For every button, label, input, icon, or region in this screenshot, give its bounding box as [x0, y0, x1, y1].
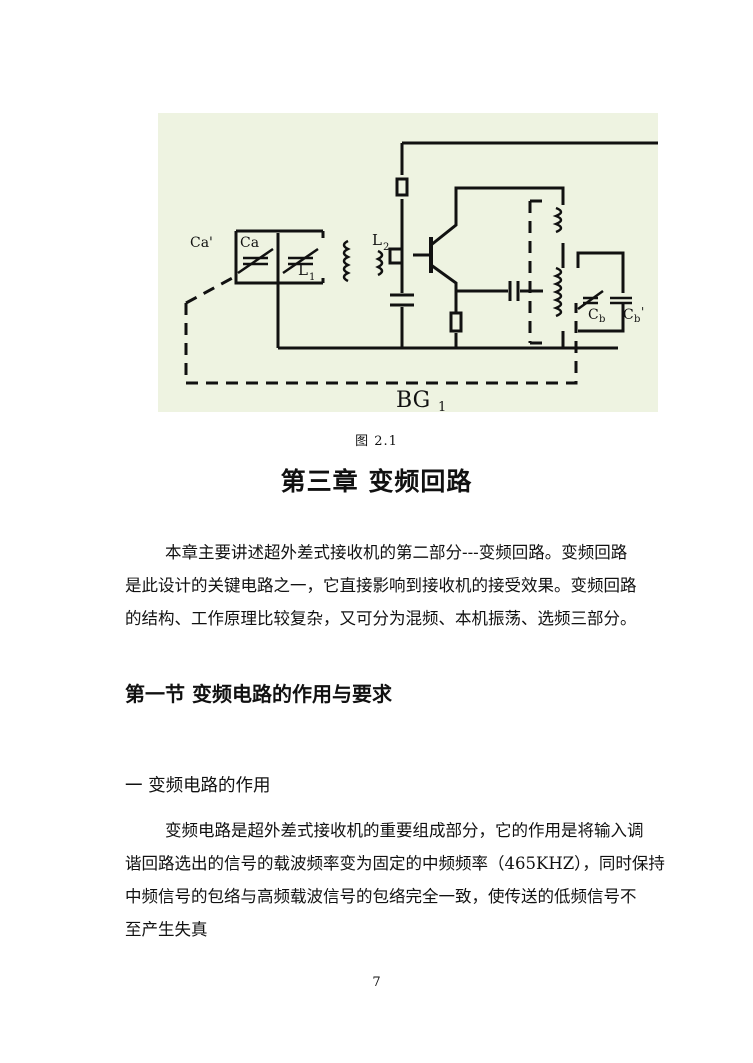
l2-coil: [375, 249, 384, 277]
label-cb-prime: C: [623, 307, 634, 323]
intro-line: 本章主要讲述超外差式接收机的第二部分---变频回路。变频回路: [165, 543, 628, 562]
label-bg: BG: [396, 388, 430, 412]
label-cb: C: [588, 307, 599, 323]
body-paragraph: 变频电路是超外差式接收机的重要组成部分，它的作用是将输入调 谐回路选出的信号的载…: [125, 814, 670, 946]
subsection-title: 一 变频电路的作用: [125, 776, 271, 796]
gang-linkage: [184, 199, 578, 385]
figure-caption: 图 2.1: [355, 434, 398, 449]
circuit-diagram: Ca' Ca L 2 L 1 C b C b ' BG 1: [158, 113, 658, 412]
variable-capacitor-ca: [237, 247, 319, 275]
label-l2-sub: 2: [383, 242, 389, 253]
oscillator-coil-lower: [552, 266, 563, 318]
label-cb-prime-mark: ': [641, 305, 644, 319]
intro-paragraph: 本章主要讲述超外差式接收机的第二部分---变频回路。变频回路 是此设计的关键电路…: [125, 536, 670, 635]
intro-line: 是此设计的关键电路之一，它直接影响到接收机的接受效果。变频回路: [125, 576, 637, 595]
bypass-capacitor: [390, 293, 414, 307]
label-cb-prime-sub: b: [634, 314, 640, 325]
page-number: 7: [372, 975, 381, 990]
label-ca-prime: Ca': [190, 235, 213, 251]
resistor-top: [395, 177, 409, 197]
body-line: 至产生失真: [125, 920, 208, 939]
label-ca: Ca: [240, 235, 259, 251]
label-cb-sub: b: [599, 314, 605, 325]
body-line: 中频信号的包络与高频载波信号的包络完全一致，使传送的低频信号不: [125, 887, 637, 906]
section-title: 第一节 变频电路的作用与要求: [125, 682, 392, 706]
label-bg-sub: 1: [438, 400, 446, 412]
label-l1: L: [298, 261, 308, 279]
variable-capacitor-cb: [577, 289, 632, 311]
body-line: 变频电路是超外差式接收机的重要组成部分，它的作用是将输入调: [165, 821, 644, 840]
label-l1-sub: 1: [309, 272, 315, 283]
chapter-title: 第三章 变频回路: [280, 467, 473, 496]
body-line: 谐回路选出的信号的载波频率变为固定的中频频率（465KHZ），同时保持: [125, 854, 665, 873]
oscillator-coil-upper: [552, 206, 563, 234]
label-l2: L: [372, 231, 382, 249]
intro-line: 的结构、工作原理比较复杂，又可分为混频、本机振荡、选频三部分。: [125, 609, 637, 628]
resistor-emitter: [449, 311, 463, 333]
l1-coil: [342, 239, 351, 283]
coupling-capacitor: [508, 281, 520, 301]
